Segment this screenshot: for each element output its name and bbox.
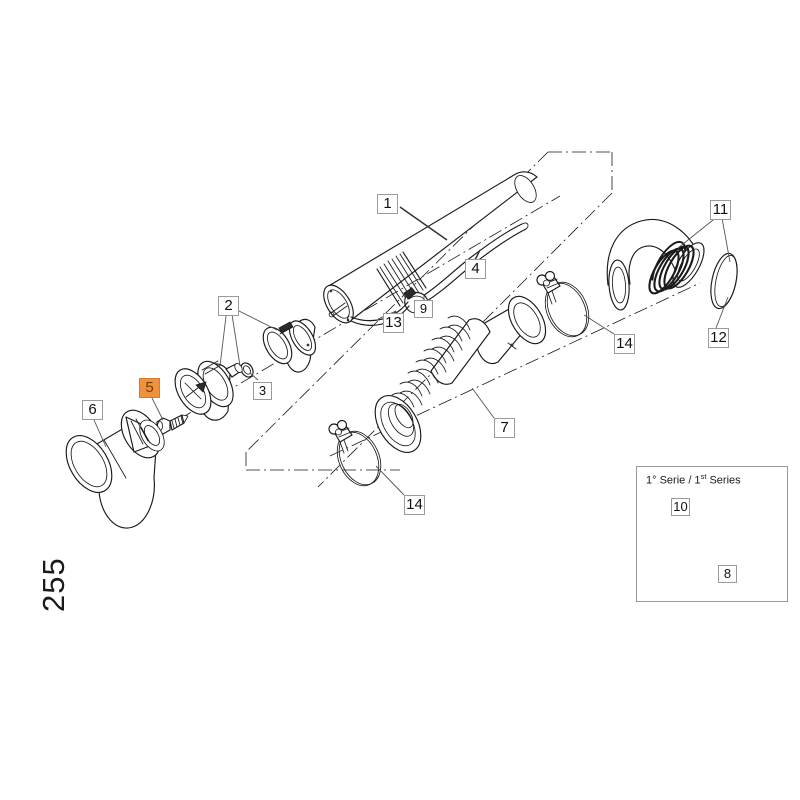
- inset-title-ordinal-suffix: st: [700, 472, 707, 481]
- inset-figure-title: 1° Serie / 1st Series: [646, 472, 741, 487]
- callout-2[interactable]: 2: [218, 296, 239, 316]
- callout-9[interactable]: 9: [414, 300, 433, 318]
- part-6-end-cap-canister: [65, 409, 165, 529]
- callout-14-upper[interactable]: 14: [614, 334, 635, 354]
- part-14-hose-clamp-lower: [328, 419, 382, 487]
- part-11-elbow-pipe: [606, 219, 705, 311]
- part-11-ribbed-collar: [648, 240, 695, 295]
- part-2-coupling-sleeve-upper: [262, 318, 317, 373]
- part-7-corrugations: [375, 315, 491, 430]
- part-2-coupling-sleeve-lower: [174, 360, 243, 421]
- inset-callout-10[interactable]: 10: [671, 498, 690, 516]
- callout-11[interactable]: 11: [710, 200, 731, 220]
- callout-14-lower[interactable]: 14: [404, 495, 425, 515]
- assembly-boundary-outline: [245, 151, 613, 488]
- callout-3[interactable]: 3: [253, 382, 272, 400]
- page-number: 255: [36, 557, 71, 612]
- callout-5[interactable]: 5: [139, 378, 160, 398]
- inset-callout-8[interactable]: 8: [718, 565, 737, 583]
- part-7-flexible-bellows-hose: [374, 295, 547, 453]
- inset-title-prefix: 1: [646, 474, 653, 487]
- part-12-gasket-ring: [710, 252, 738, 310]
- inset-title-middle: Serie / 1: [656, 474, 701, 487]
- assembly-centerlines: [95, 195, 701, 469]
- inset-figure-frame: [636, 466, 788, 602]
- callout-12[interactable]: 12: [708, 328, 729, 348]
- inset-title-suffix: Series: [706, 474, 741, 487]
- callout-7[interactable]: 7: [494, 418, 515, 438]
- callout-13[interactable]: 13: [383, 313, 404, 333]
- part-14-hose-clamp-upper: [536, 270, 590, 338]
- callout-6[interactable]: 6: [82, 400, 103, 420]
- part-1-corrugation-band: [376, 251, 427, 307]
- callout-4[interactable]: 4: [465, 259, 486, 279]
- inset-title-degree-symbol: °: [652, 474, 657, 487]
- part-1-muffler-tube: [323, 171, 538, 324]
- callout-1[interactable]: 1: [377, 194, 398, 214]
